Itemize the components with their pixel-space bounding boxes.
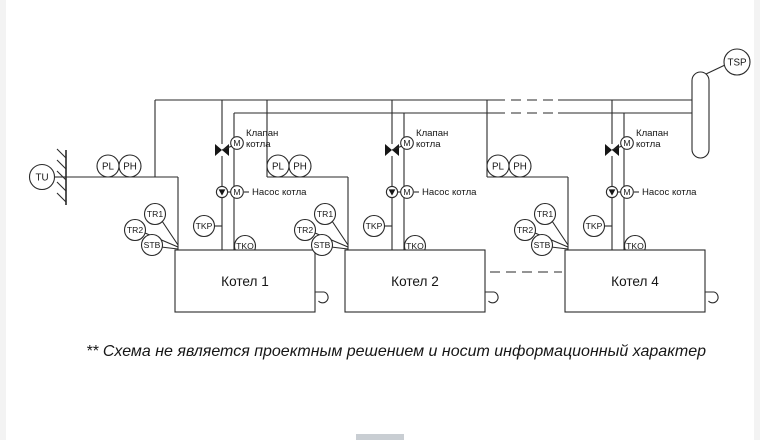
- tko-sensor-label: TKO: [626, 241, 644, 251]
- boiler-unit-4: M Клапан котла M Насос котла PL PH TR1 T…: [486, 100, 719, 313]
- boiler-body: [564, 249, 706, 313]
- valve-label-line1: Клапан: [636, 128, 668, 139]
- valve-motor-label: M: [403, 138, 410, 148]
- valve-motor-label: M: [233, 138, 240, 148]
- pump-motor-label: M: [403, 187, 410, 197]
- valve-label-line2: котла: [246, 139, 271, 150]
- disclaimer-note: ** Схема не является проектным решением …: [86, 343, 706, 360]
- unit-piping: [144, 100, 235, 250]
- tr2-sensor-label: TR2: [127, 225, 143, 235]
- valve-label-line2: котла: [416, 139, 441, 150]
- page-edge-right: [754, 0, 760, 440]
- boiler-label: Котел 1: [221, 274, 269, 289]
- tr1-sensor-label: TR1: [147, 209, 163, 219]
- tu-sensor-label: TU: [35, 173, 48, 184]
- pl-sensor-label: PL: [102, 162, 115, 173]
- pump-motor-label: M: [233, 187, 240, 197]
- tsp-sensor-label: TSP: [727, 58, 747, 69]
- pump-motor-circle: [620, 185, 634, 199]
- pump-label: Насос котла: [422, 187, 477, 198]
- boiler-drain-pipe: [705, 291, 719, 304]
- boiler-valve: M Клапан котла: [215, 128, 278, 156]
- tr2-sensor-label: TR2: [297, 225, 313, 235]
- boiler-unit-1: M Клапан котла M Насос котла PL PH TR1 T…: [96, 100, 329, 313]
- pl-sensor-label: PL: [272, 162, 285, 173]
- outdoor-sensor: TU: [28, 163, 66, 191]
- valve-label-line1: Клапан: [416, 128, 448, 139]
- tr1-sensor-label: TR1: [537, 209, 553, 219]
- pump-motor-circle: [400, 185, 414, 199]
- pump-label: Насос котла: [642, 187, 697, 198]
- valve-label-line2: котла: [636, 139, 661, 150]
- tr1-sensor-label: TR1: [317, 209, 333, 219]
- tu-sensor-circle: [28, 163, 56, 191]
- ph-sensor-label: PH: [123, 162, 137, 173]
- page-edge-left: [0, 0, 6, 440]
- separator-body: [691, 71, 710, 159]
- tko-sensor-label: TKO: [406, 241, 424, 251]
- stb-sensor-label: STB: [314, 240, 331, 250]
- boiler-pump: M Насос котла: [385, 185, 477, 199]
- boiler-body: [174, 249, 316, 313]
- stb-sensor-label: STB: [534, 240, 551, 250]
- tr2-sensor-circle: [293, 218, 317, 242]
- ph-sensor-label: PH: [513, 162, 527, 173]
- valve-label-line1: Клапан: [246, 128, 278, 139]
- tko-sensor-label: TKO: [236, 241, 254, 251]
- tsp-sensor-circle: [723, 48, 751, 76]
- boiler-label: Котел 2: [391, 274, 439, 289]
- stb-sensor-label: STB: [144, 240, 161, 250]
- pump-motor-circle: [230, 185, 244, 199]
- pump-label: Насос котла: [252, 187, 307, 198]
- boiler-drain-pipe: [315, 291, 329, 304]
- tkp-sensor-circle: [192, 214, 216, 238]
- ph-sensor-circle: [288, 154, 312, 178]
- page-bottom-artifact: [356, 434, 404, 440]
- boiler-valve: M Клапан котла: [605, 128, 668, 156]
- ph-sensor-circle: [118, 154, 142, 178]
- ph-sensor-circle: [508, 154, 532, 178]
- main-piping: [66, 99, 692, 273]
- tr1-sensor-circle: [533, 202, 557, 226]
- pl-sensor-label: PL: [492, 162, 505, 173]
- boiler-unit-2: M Клапан котла M Насос котла PL PH TR1 T…: [266, 100, 499, 313]
- valve-motor-circle: [620, 136, 634, 150]
- valve-motor-label: M: [623, 138, 630, 148]
- tkp-sensor-circle: [362, 214, 386, 238]
- valve-motor-circle: [400, 136, 414, 150]
- boiler-valve: M Клапан котла: [385, 128, 448, 156]
- tr2-sensor-circle: [123, 218, 147, 242]
- stb-sensor-circle: [140, 233, 164, 257]
- boiler-pump: M Насос котла: [215, 185, 307, 199]
- wall-symbol: [56, 148, 67, 205]
- tkp-sensor-label: TKP: [366, 221, 383, 231]
- tkp-sensor-circle: [582, 214, 606, 238]
- tr2-sensor-circle: [513, 218, 537, 242]
- tr1-sensor-circle: [143, 202, 167, 226]
- tkp-sensor-label: TKP: [196, 221, 213, 231]
- boiler-drain-pipe: [485, 291, 499, 304]
- hydraulic-separator: TSP: [691, 48, 751, 159]
- boiler-pump: M Насос котла: [605, 185, 697, 199]
- pump-motor-label: M: [623, 187, 630, 197]
- unit-piping: [486, 100, 625, 250]
- boiler-body: [344, 249, 486, 313]
- stb-sensor-circle: [530, 233, 554, 257]
- tr1-sensor-circle: [313, 202, 337, 226]
- tkp-sensor-label: TKP: [586, 221, 603, 231]
- tr2-sensor-label: TR2: [517, 225, 533, 235]
- ph-sensor-label: PH: [293, 162, 307, 173]
- stb-sensor-circle: [310, 233, 334, 257]
- boiler-label: Котел 4: [611, 274, 659, 289]
- valve-motor-circle: [230, 136, 244, 150]
